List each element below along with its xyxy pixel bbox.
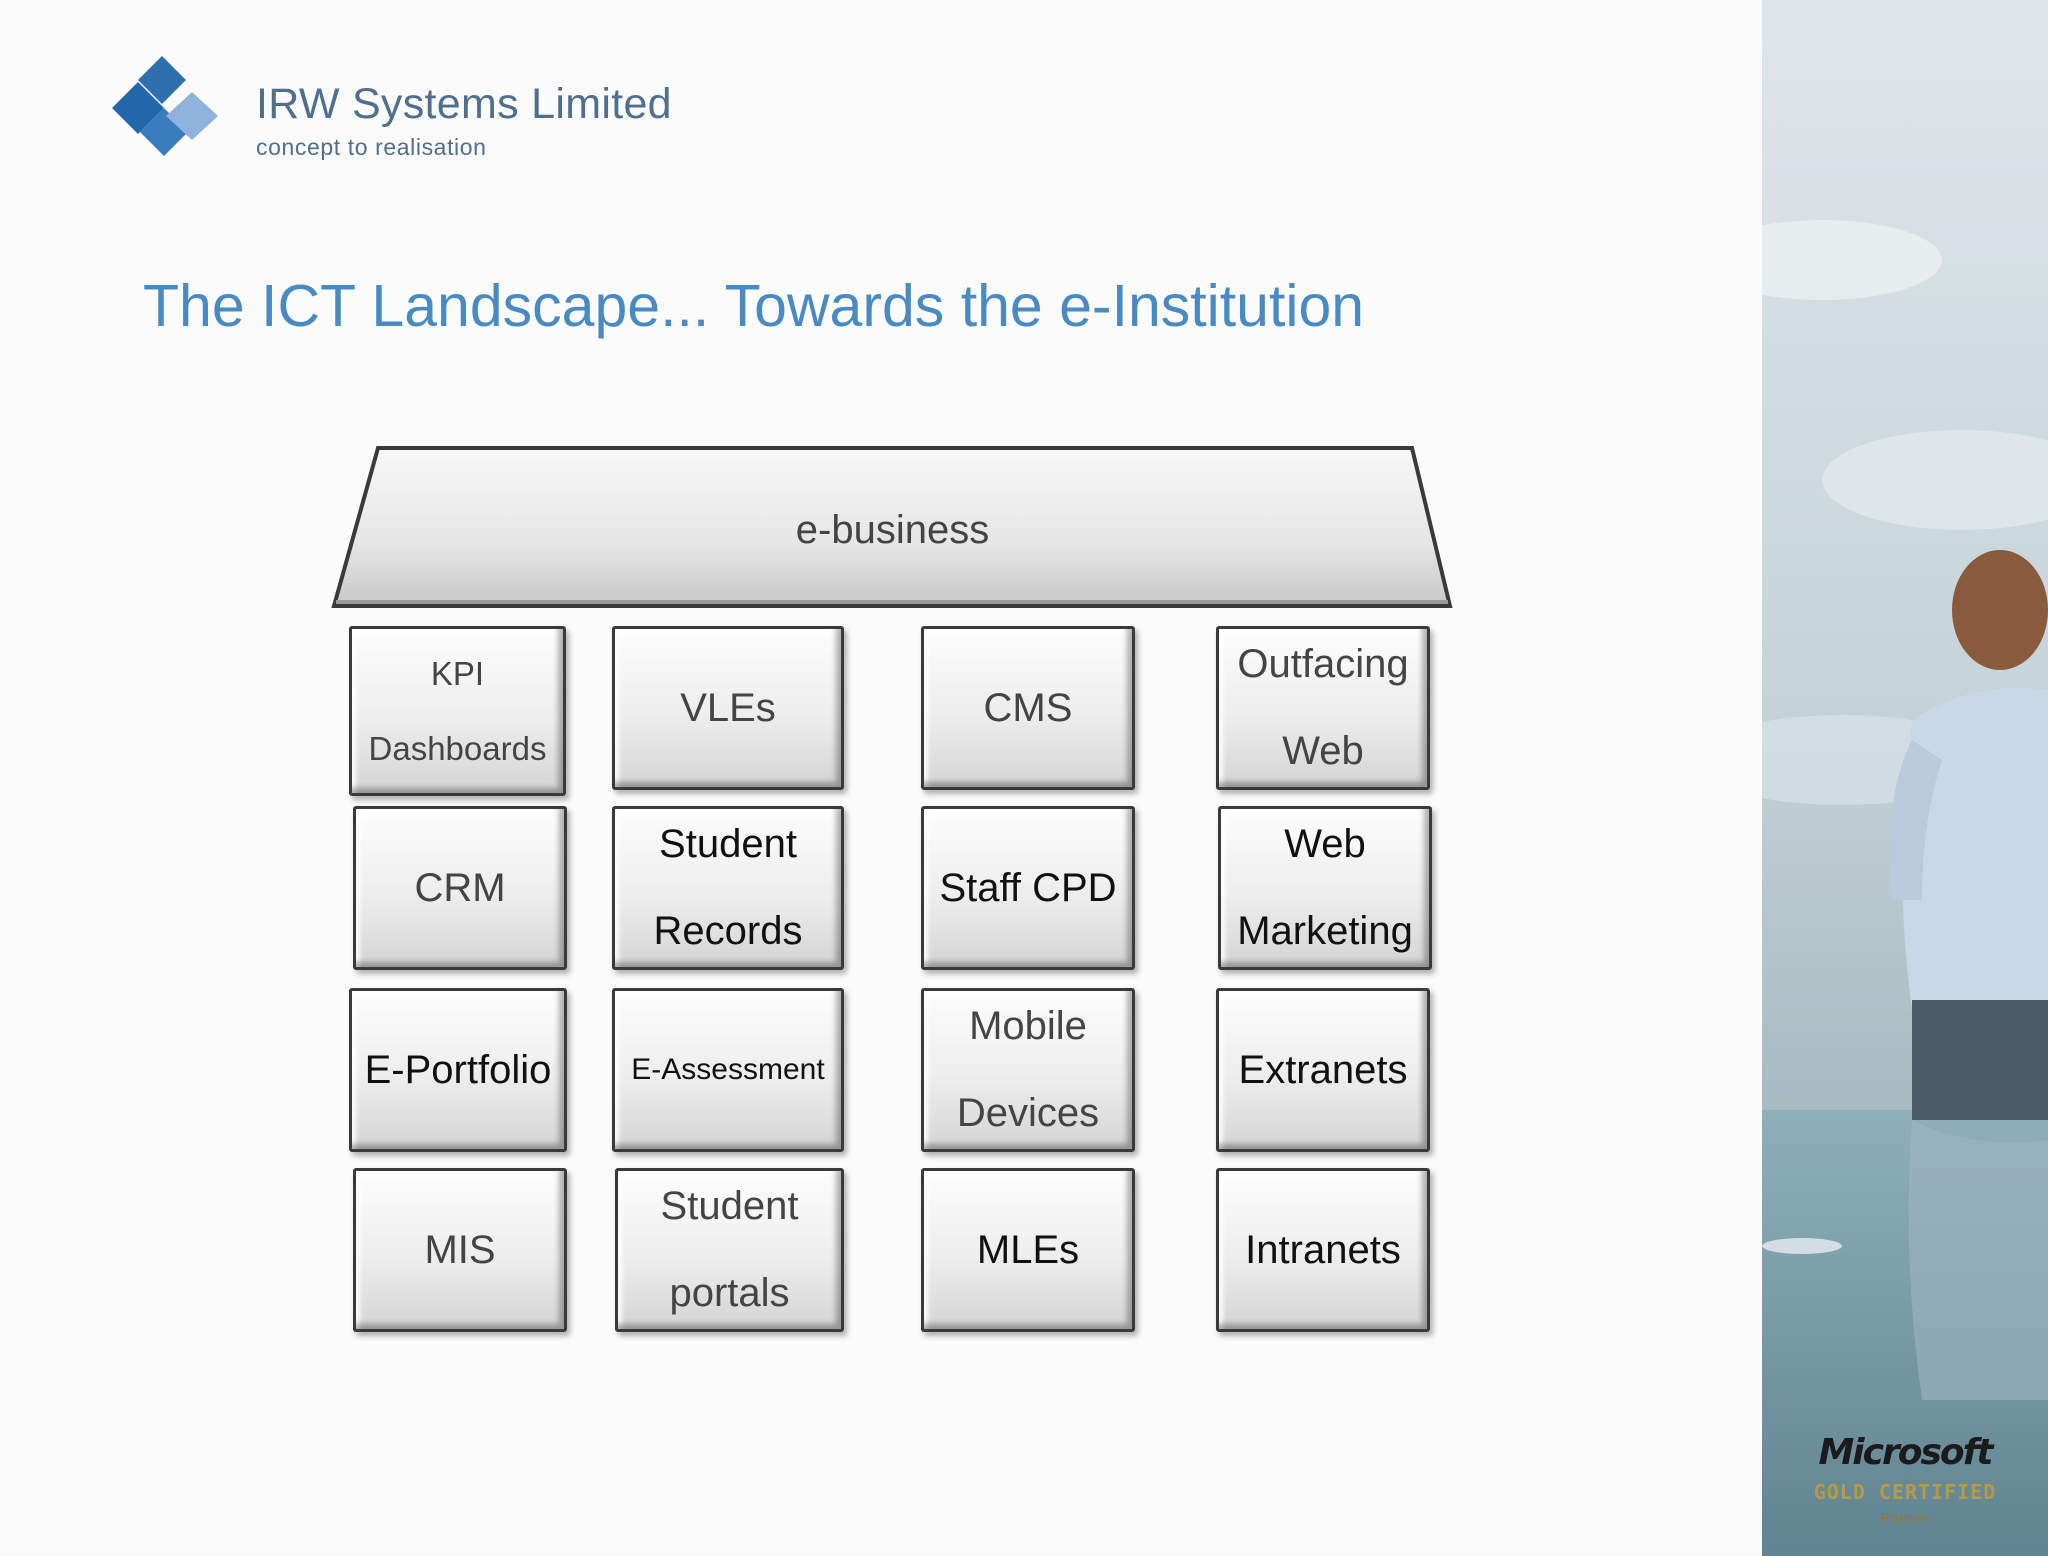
tile-crm: CRM <box>353 806 567 970</box>
diamond-logo-icon <box>112 56 218 156</box>
partner-label: Partner <box>1880 1510 1930 1527</box>
tile-vles: VLEs <box>612 626 844 790</box>
tile-mles: MLEs <box>921 1168 1135 1332</box>
company-tagline: concept to realisation <box>256 134 487 160</box>
tile-intranets: Intranets <box>1216 1168 1430 1332</box>
company-name: IRW Systems Limited <box>256 80 672 128</box>
microsoft-wordmark: Microsoft <box>1818 1432 1993 1473</box>
slide-title: The ICT Landscape... Towards the e-Insti… <box>143 273 1365 339</box>
company-logo: IRW Systems Limited concept to realisati… <box>108 54 672 174</box>
tile-e-portfolio: E-Portfolio <box>349 988 567 1152</box>
businessman-photo-illustration <box>1762 0 2048 1556</box>
tile-extranets: Extranets <box>1216 988 1430 1152</box>
roof-label: e-business <box>795 508 990 552</box>
tile-e-assessment: E-Assessment <box>612 988 844 1152</box>
tile-cms: CMS <box>921 626 1135 790</box>
business-photo <box>1762 0 2048 1556</box>
microsoft-gold-partner-logo: Microsoft GOLD CERTIFIED Partner <box>1800 1432 2010 1532</box>
tile-staff-cpd: Staff CPD <box>921 806 1135 970</box>
e-business-roof <box>331 446 1453 608</box>
tile-mis: MIS <box>353 1168 567 1332</box>
gold-certified-label: GOLD CERTIFIED <box>1813 1480 1997 1504</box>
